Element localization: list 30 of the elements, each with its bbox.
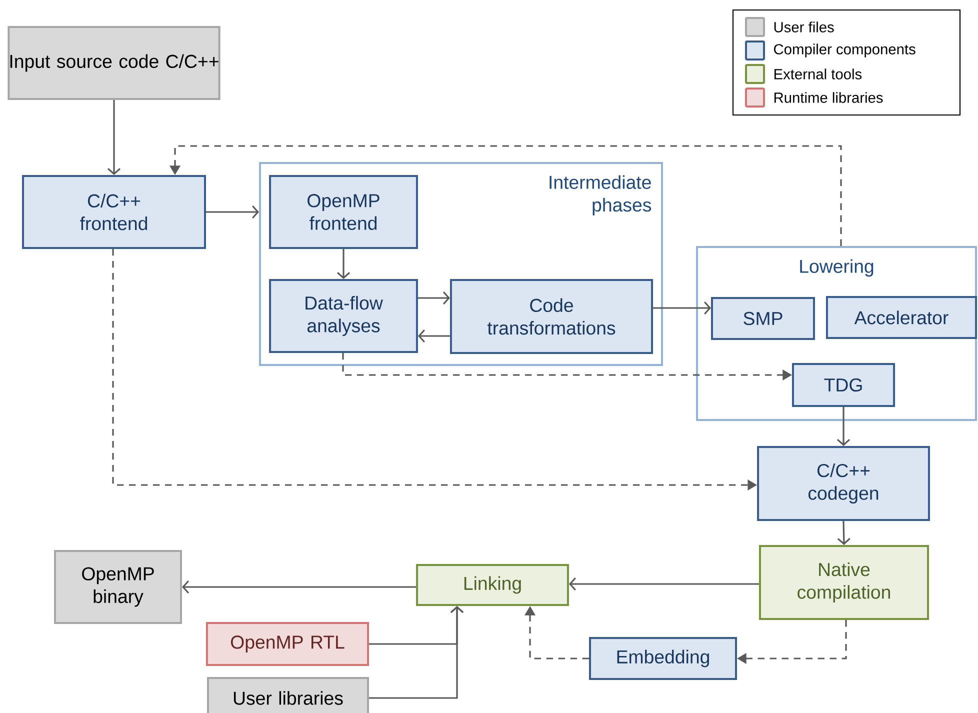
process-box: C/C++ frontend [22, 175, 206, 249]
process-box: Linking [416, 564, 569, 606]
process-box: Accelerator [826, 296, 978, 340]
process-box: TDG [792, 363, 896, 407]
process-box: OpenMP binary [54, 550, 182, 624]
arrow [182, 580, 416, 594]
legend-label: User files [774, 22, 834, 32]
process-box: C/C++ codegen [757, 446, 930, 522]
legend-label: Compiler components [774, 44, 916, 58]
process-box: User libraries [207, 677, 369, 713]
arrow [369, 606, 464, 699]
legend-label: External tools [774, 68, 862, 80]
process-box: OpenMP RTL [206, 622, 370, 666]
arrow [418, 291, 450, 305]
arrow [107, 100, 121, 175]
arrow [837, 521, 850, 545]
arrow [336, 249, 350, 279]
legend-label: Runtime libraries [774, 92, 883, 103]
process-box: Native compilation [759, 544, 929, 620]
arrow [836, 407, 850, 446]
process-box: Input source code C/C++ [8, 26, 220, 100]
process-box: Data-flow analyses [269, 279, 418, 353]
process-box: SMP [711, 296, 815, 340]
process-box: Code transformations [450, 278, 654, 354]
process-box: Embedding [589, 636, 737, 680]
arrow [568, 577, 759, 591]
arrow [653, 301, 711, 315]
arrow [418, 329, 450, 343]
process-box: OpenMP frontend [269, 175, 418, 249]
arrow [206, 205, 259, 219]
